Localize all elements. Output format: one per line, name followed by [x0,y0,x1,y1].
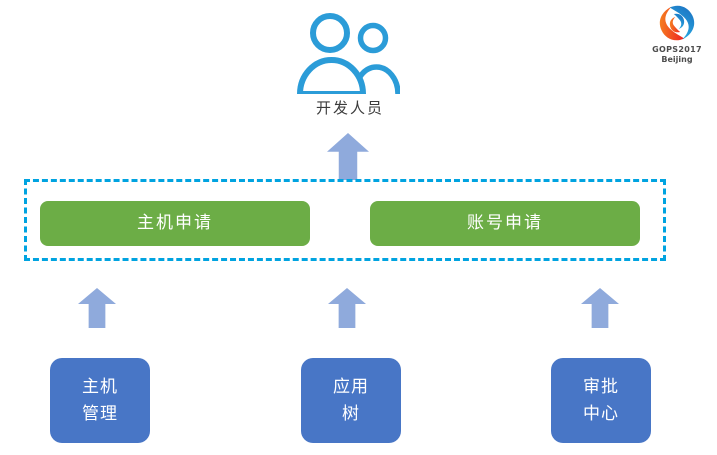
application-tree-label-line1: 应用 [333,376,369,397]
host-management-label-line1: 主机 [82,376,118,397]
gops-logo: GOPS2017 Beijing [644,4,710,65]
developers-label: 开发人员 [315,99,384,117]
host-management-box: 主机 管理 [50,358,150,443]
arrow-up-to-developers-icon [327,133,369,180]
request-group-dashed-box [24,179,666,261]
account-request-button: 账号申请 [370,201,640,246]
arrow-up-from-approval-center-icon [581,288,619,328]
host-management-label-line2: 管理 [82,403,118,424]
application-tree-box: 应用 树 [301,358,401,443]
gops-swirl-icon [659,5,695,41]
arrow-up-from-application-tree-icon [328,288,366,328]
application-tree-label-line2: 树 [342,403,360,424]
gops-logo-title: GOPS2017 [652,45,702,54]
gops-logo-subtitle: Beijing [661,55,693,64]
approval-center-box: 审批 中心 [551,358,651,443]
arrow-up-from-host-management-icon [78,288,116,328]
developers-icon [297,13,400,94]
approval-center-label-line1: 审批 [583,376,619,397]
host-request-button: 主机申请 [40,201,310,246]
approval-center-label-line2: 中心 [583,403,619,424]
